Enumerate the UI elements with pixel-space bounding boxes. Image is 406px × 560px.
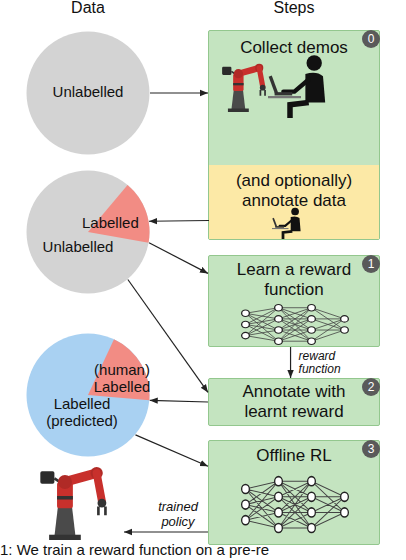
data-circle: (human) LabelledLabelled (predicted) bbox=[26, 333, 150, 457]
node-text: (human) Labelled bbox=[92, 361, 152, 396]
node-text: (and optionally) annotate data bbox=[219, 171, 369, 210]
node-text: Collect demos bbox=[209, 38, 379, 58]
column-header: Data bbox=[48, 0, 128, 17]
flow-arrow bbox=[149, 220, 209, 222]
figure-caption: 1: We train a reward function on a pre-r… bbox=[0, 541, 269, 558]
node-text: Labelled (predicted) bbox=[34, 395, 130, 430]
step-box: Collect demos (and optionally) annotate d… bbox=[208, 30, 380, 240]
data-circle: Unlabelled bbox=[26, 31, 150, 155]
flow-arrow bbox=[150, 400, 208, 402]
step-box: Annotate with learnt reward bbox=[208, 378, 380, 426]
annotation-band: (and optionally) annotate data bbox=[209, 165, 379, 239]
flow-arrow bbox=[135, 435, 208, 466]
flow-arrow bbox=[290, 347, 291, 378]
callout-number: 0 bbox=[362, 30, 380, 48]
node-text: Annotate with learnt reward bbox=[229, 382, 359, 421]
callout-number: 3 bbox=[362, 440, 380, 458]
flow-arrow bbox=[149, 243, 208, 274]
edge-label: reward function bbox=[299, 350, 361, 376]
column-header: Steps bbox=[254, 0, 334, 17]
callout-number: 1 bbox=[362, 255, 380, 273]
data-circle-fill bbox=[27, 32, 150, 155]
arrow-label: trained policy bbox=[150, 500, 206, 530]
data-circle-fill bbox=[27, 171, 150, 294]
node-text: Offline RL bbox=[209, 446, 379, 466]
circle-outline bbox=[26, 170, 150, 294]
node-text: Unlabelled bbox=[30, 238, 126, 255]
policy-arrow bbox=[124, 531, 208, 532]
node-text: Learn a reward function bbox=[229, 260, 359, 299]
step-box: Offline RL bbox=[208, 440, 380, 545]
step-box: Learn a reward function bbox=[208, 255, 380, 347]
node-text: Labelled bbox=[82, 214, 148, 231]
data-circle: LabelledUnlabelled bbox=[26, 170, 150, 294]
callout-number: 2 bbox=[362, 378, 380, 396]
flow-arrow bbox=[150, 92, 208, 93]
node-text: Unlabelled bbox=[26, 83, 150, 100]
robot-illustration bbox=[40, 467, 106, 540]
labelled-wedge bbox=[88, 185, 150, 243]
